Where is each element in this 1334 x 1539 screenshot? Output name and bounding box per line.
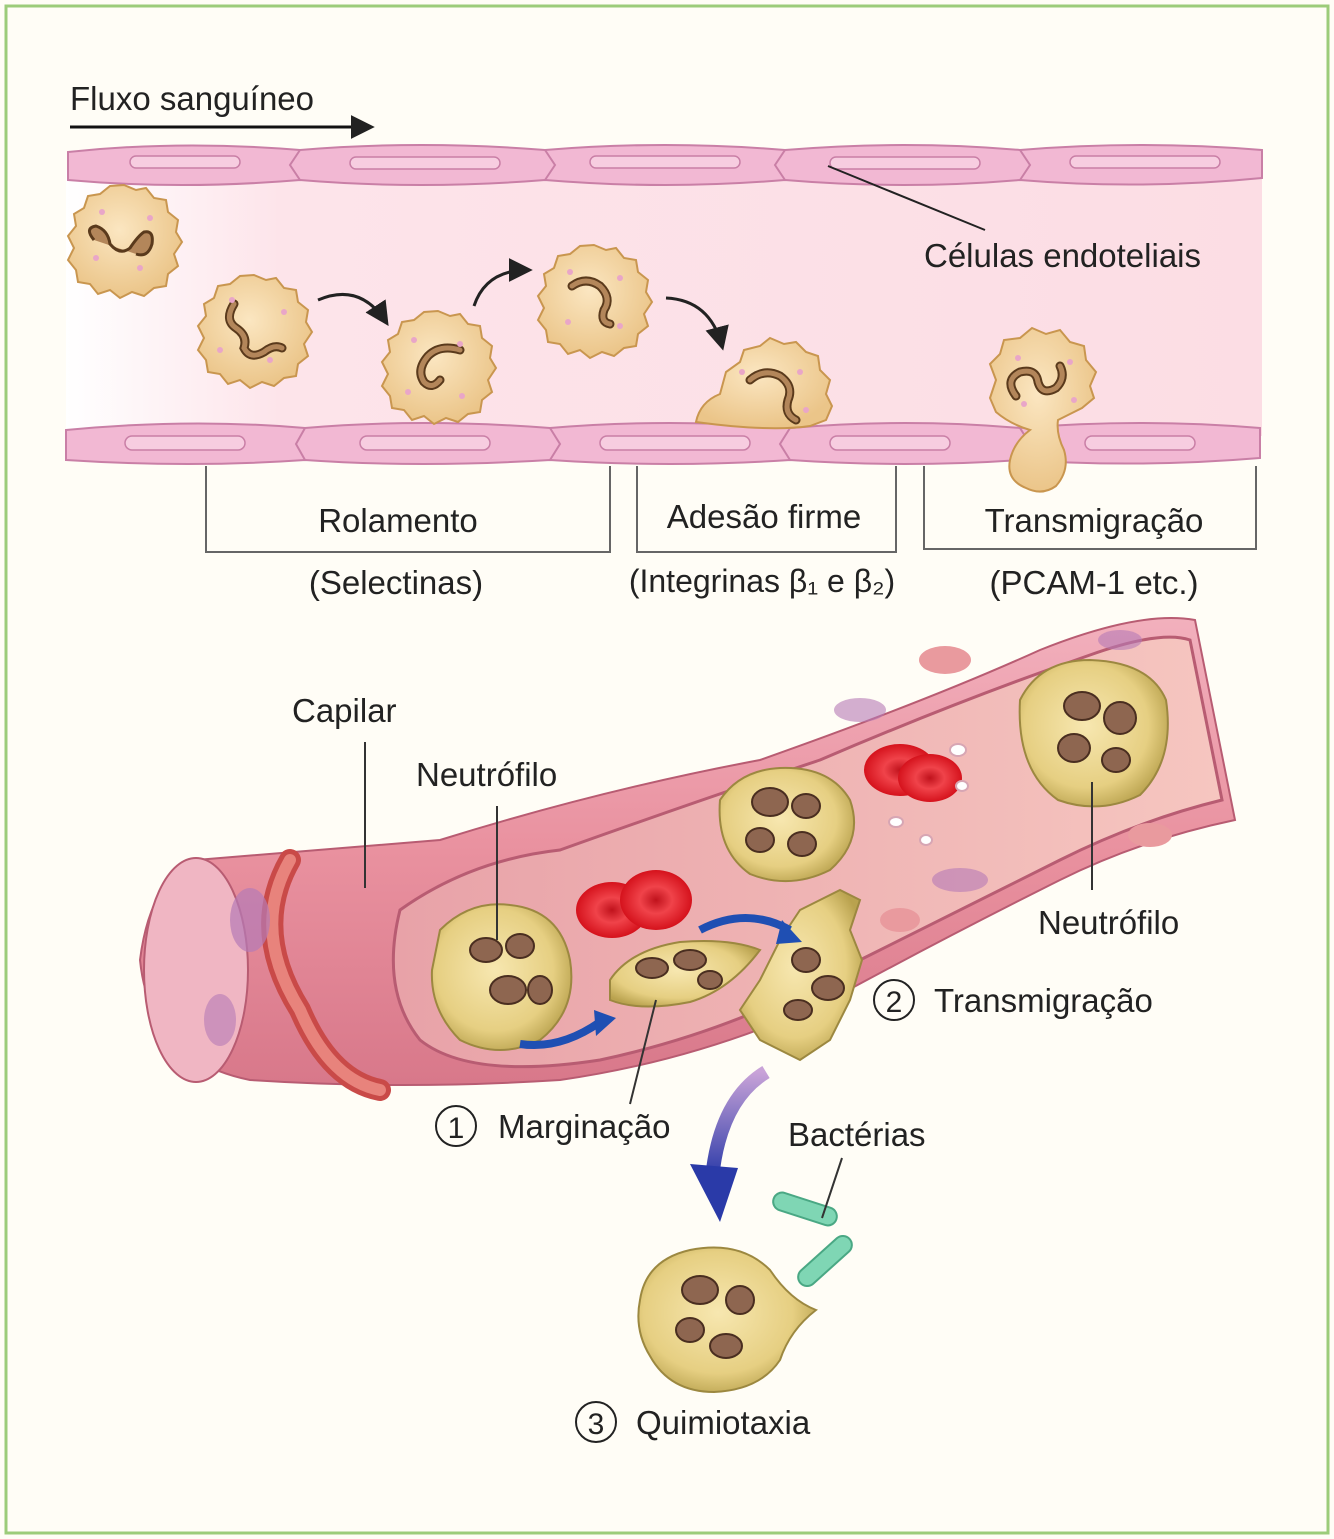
- neutrophil-cell-3d: [1018, 658, 1169, 808]
- endothelial-label: Células endoteliais: [924, 237, 1201, 274]
- stage-name: Transmigração: [985, 502, 1204, 539]
- wall-cell-nucleus: [230, 888, 270, 952]
- flow-label: Fluxo sanguíneo: [70, 80, 314, 117]
- endothelial-nucleus: [829, 435, 951, 451]
- neutrophil-adhered: [694, 336, 834, 430]
- platelets: [888, 743, 969, 846]
- marginacao-leader-line: [629, 999, 657, 1105]
- chemotaxis-arrow-icon: [705, 1066, 770, 1179]
- endothelial-nucleus: [1084, 435, 1196, 451]
- stage-bracket-transmigracao: [923, 466, 1257, 550]
- bacterias-leader-line: [821, 1157, 843, 1219]
- neutrophil-cell-3d: [718, 766, 856, 883]
- neutrophil-cell: [66, 183, 184, 300]
- outer-cell: [919, 646, 971, 674]
- step-label: Marginação: [498, 1108, 670, 1145]
- endothelial-nucleus: [359, 435, 491, 451]
- step-number: 1: [448, 1112, 465, 1145]
- bacterium: [772, 1191, 838, 1227]
- endothelial-nucleus: [349, 156, 501, 170]
- red-blood-cells: [576, 744, 962, 938]
- neutrofilo-label: Neutrófilo: [416, 756, 557, 793]
- neutrophil-cell: [380, 309, 498, 426]
- endothelial-leader-line: [827, 165, 986, 231]
- step-number: 2: [886, 986, 903, 1019]
- upper-endothelium: [67, 144, 1263, 186]
- bacterias-label: Bactérias: [788, 1116, 926, 1153]
- step-label: Quimiotaxia: [636, 1404, 811, 1441]
- neutrophil-cell: [536, 243, 654, 360]
- stage-molecule: (Integrinas β₁ e β₂): [629, 563, 895, 599]
- endothelial-nucleus: [829, 156, 981, 170]
- circled-number-icon: [435, 1105, 477, 1147]
- outer-cell: [880, 908, 920, 932]
- endothelial-nucleus: [124, 435, 246, 451]
- top-panel: Fluxo sanguíneo Células endoteliais: [65, 80, 1263, 601]
- capillary-end: [143, 857, 249, 1083]
- neutrophil-cell-3d: [430, 903, 573, 1051]
- bacterium: [797, 1234, 853, 1288]
- endothelial-nucleus: [1069, 155, 1221, 169]
- stage-molecule: (Selectinas): [309, 564, 483, 601]
- neutrofilo-label: Neutrófilo: [1038, 904, 1179, 941]
- curved-arrow-icon: [317, 292, 389, 327]
- red-blood-cell: [898, 754, 962, 802]
- stage-bracket-adesao: [636, 466, 897, 553]
- bottom-panel: Capilar Neutrófilo Neutrófilo 2 Transmig…: [138, 617, 1237, 1443]
- stage-name: Rolamento: [318, 502, 478, 539]
- step-number: 3: [588, 1408, 605, 1441]
- curved-arrow-icon: [665, 296, 729, 351]
- endothelial-nucleus: [589, 155, 741, 169]
- wall-cell-nucleus: [1098, 630, 1142, 650]
- stage-bracket-rolamento: [205, 466, 611, 553]
- red-blood-cell: [620, 870, 692, 930]
- stage-name: Adesão firme: [667, 498, 861, 535]
- neutrophil-cell: [196, 273, 314, 390]
- step-label: Transmigração: [934, 982, 1153, 1019]
- endothelial-nucleus: [129, 155, 241, 169]
- outer-cell: [1128, 823, 1172, 847]
- blue-arrow-icon: [519, 1018, 603, 1050]
- curved-arrow-icon: [472, 258, 533, 307]
- wall-cell-nucleus: [932, 868, 988, 892]
- endothelial-nucleus: [599, 435, 751, 451]
- wall-cell-nucleus: [204, 994, 236, 1046]
- circled-number-icon: [575, 1401, 617, 1443]
- circled-number-icon: [873, 979, 915, 1021]
- wall-cell-nucleus: [834, 698, 886, 722]
- neutrophil-cell-3d: [738, 888, 864, 1062]
- neutrophil-transmigrating: [988, 326, 1098, 493]
- cell-granules: [93, 209, 1077, 413]
- neutrophil-cell-3d: [609, 940, 762, 1008]
- lower-endothelium: [65, 422, 1261, 465]
- neutrophil-chemotaxis: [637, 1246, 819, 1394]
- stage-molecule: (PCAM-1 etc.): [989, 564, 1198, 601]
- capilar-label: Capilar: [292, 692, 397, 729]
